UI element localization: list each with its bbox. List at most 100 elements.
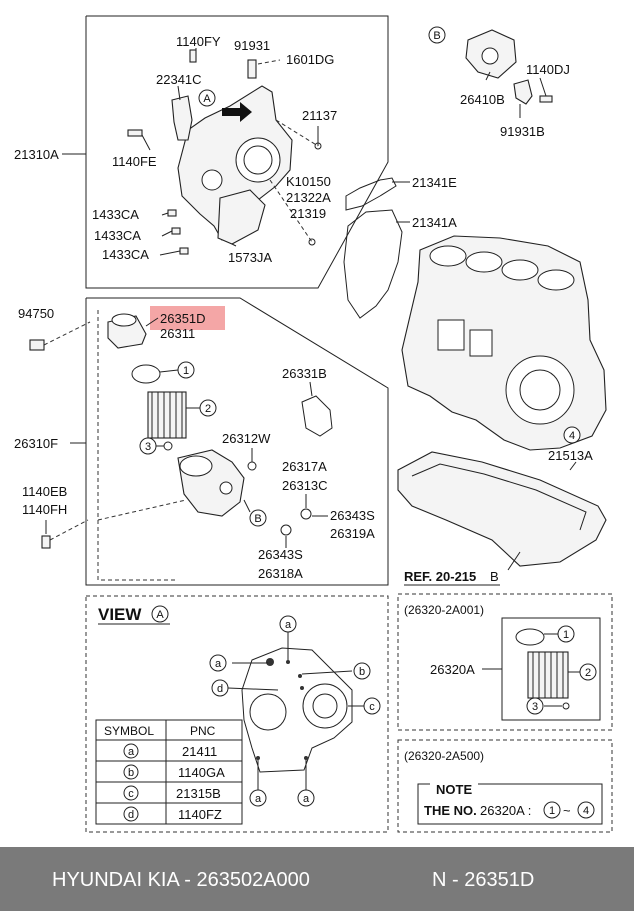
callout-b-v: b — [353, 662, 371, 680]
svg-text:4: 4 — [583, 805, 589, 817]
label-26312w: 26312W — [222, 431, 271, 446]
footer-bar: HYUNDAI KIA - 263502A000 N - 26351D — [0, 847, 634, 911]
ref-label: REF. 20-215 — [404, 569, 476, 584]
label-26343s-a: 26343S — [330, 508, 375, 523]
svg-text:c: c — [369, 701, 375, 713]
filter-housing — [177, 449, 245, 517]
bolt-1140fe — [127, 129, 143, 137]
bolt-1140dj — [539, 95, 553, 103]
label-1140dj: 1140DJ — [526, 62, 570, 77]
oil-pressure-switch — [29, 339, 45, 351]
svg-text:B: B — [254, 513, 261, 525]
plug-21319 — [308, 238, 316, 246]
oil-filter-frame — [85, 297, 389, 586]
svg-text:1: 1 — [183, 365, 189, 377]
svg-text:b: b — [128, 767, 134, 779]
label-22341c: 22341C — [156, 72, 202, 87]
svg-text:a: a — [303, 793, 310, 805]
label-26317a: 26317A — [282, 459, 327, 474]
dowel-2 — [171, 227, 181, 235]
label-26319a: 26319A — [330, 526, 375, 541]
svg-text:a: a — [128, 746, 135, 758]
table-header-pnc: PNC — [190, 724, 216, 738]
callout-a-v2: a — [209, 654, 227, 672]
label-21137: 21137 — [302, 108, 337, 123]
label-1140fe: 1140FE — [112, 154, 157, 169]
label-26313c: 26313C — [282, 478, 328, 493]
svg-text:d: d — [128, 809, 134, 821]
label-26351d: 26351D — [160, 311, 206, 326]
oil-pan — [397, 451, 607, 567]
svg-text:4: 4 — [569, 430, 575, 442]
dowel-3 — [179, 247, 189, 255]
label-26331b: 26331B — [282, 366, 327, 381]
label-21322a: 21322A — [286, 190, 331, 205]
callout-3-main: 3 — [139, 437, 157, 455]
svg-text:3: 3 — [145, 441, 151, 453]
cover-port — [201, 169, 223, 191]
callout-a-v4: a — [297, 789, 315, 807]
svg-text:a: a — [255, 793, 262, 805]
footer-pnc: N - 26351D — [432, 869, 535, 891]
svg-text:1140FZ: 1140FZ — [178, 807, 222, 822]
table-row: b 1140GA — [123, 764, 225, 780]
kit1-part-label: 26320A — [430, 662, 475, 677]
plug-26312w — [247, 461, 257, 471]
gasket-21341e — [345, 177, 397, 211]
callout-2-kit: 2 — [579, 663, 597, 681]
timing-cover-frame — [85, 15, 389, 289]
label-26310f: 26310F — [14, 436, 58, 451]
highlight-26351d — [150, 306, 225, 330]
note-callout-4: 4 — [577, 801, 595, 819]
label-91931: 91931 — [234, 38, 270, 53]
timing-cover-drawing — [127, 49, 322, 255]
label-21319: 21319 — [290, 206, 326, 221]
label-1433ca-3: 1433CA — [102, 247, 149, 262]
symbol-table: SYMBOL PNC a 21411 b 1140GA c 21315B d 1… — [95, 719, 243, 825]
label-94750: 94750 — [18, 306, 54, 321]
label-21341e: 21341E — [412, 175, 457, 190]
parts-diagram: 21310A 1140FY 91931 1601DG 22341C 21137 … — [14, 15, 613, 833]
callout-b-main: B — [249, 509, 267, 527]
table-header-symbol: SYMBOL — [104, 724, 154, 738]
o-ring-1 — [131, 364, 161, 384]
stud-91931 — [247, 59, 257, 79]
label-26343s-b: 26343S — [258, 547, 303, 562]
svg-text:b: b — [359, 666, 365, 678]
engine-block — [401, 235, 607, 451]
kit1-element — [527, 651, 569, 699]
note-tilde: ~ — [563, 803, 571, 818]
view-a-frame — [85, 595, 389, 833]
view-arrow — [222, 102, 252, 122]
callout-b-top: B — [428, 26, 446, 44]
note-callout-1: 1 — [543, 801, 561, 819]
label-1140fh: 1140FH — [22, 502, 67, 517]
filter-element — [147, 391, 187, 439]
callout-b-ref: B — [490, 569, 499, 584]
note-box — [417, 783, 603, 825]
svg-text:1140GA: 1140GA — [178, 765, 225, 780]
note-prefix: THE NO. — [424, 803, 477, 818]
callout-a-view: A — [151, 605, 169, 623]
kit1-o-ring — [515, 628, 545, 646]
view-title: VIEW — [98, 605, 142, 624]
kit1-o-ring-3 — [562, 702, 570, 710]
callout-a-v1: a — [279, 615, 297, 633]
seal-26343s — [280, 524, 292, 536]
seal-inner — [243, 145, 273, 175]
note-title: NOTE — [436, 782, 472, 797]
table-row: d 1140FZ — [123, 806, 222, 822]
footer-part-number: HYUNDAI KIA - 263502A000 — [52, 869, 310, 891]
bracket-22341c — [171, 95, 193, 141]
table-row: c 21315B — [123, 785, 221, 801]
gasket-26331b — [301, 395, 333, 437]
label-26410b: 26410B — [460, 92, 505, 107]
view-a-cover — [241, 647, 353, 773]
callout-1-main: 1 — [177, 361, 195, 379]
bolt-1140fy — [189, 49, 197, 63]
callout-2-main: 2 — [199, 399, 217, 417]
kit-2a001-frame — [397, 593, 613, 731]
callout-4: 4 — [563, 426, 581, 444]
svg-text:B: B — [433, 30, 440, 42]
label-1601dg: 1601DG — [286, 52, 334, 67]
